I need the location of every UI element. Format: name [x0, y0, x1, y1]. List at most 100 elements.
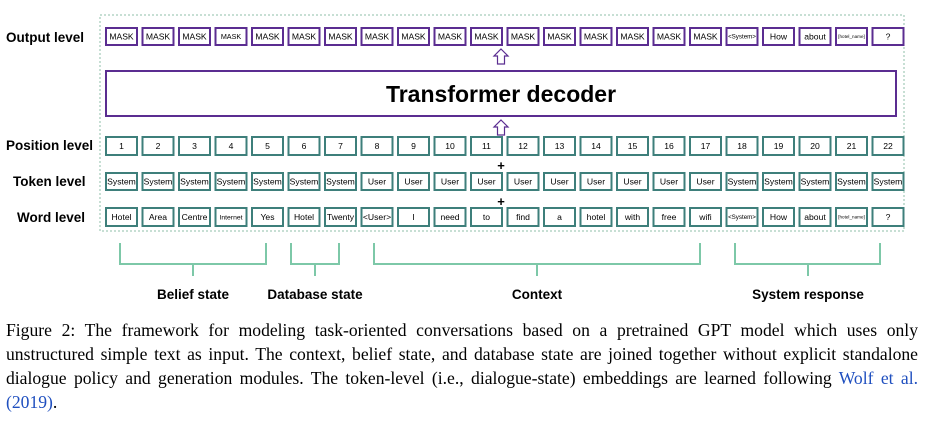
output-level-box [871, 27, 905, 46]
token-level-token: User [514, 177, 532, 187]
output-level-box [433, 27, 467, 46]
token-level-row: System System System System System System Syst… [105, 172, 905, 191]
token-level-box [433, 172, 467, 191]
output-level-token: [hotel_name] [838, 34, 865, 39]
output-level-token: MASK [292, 32, 317, 42]
output-level-box [214, 27, 248, 46]
output-level-box [543, 27, 576, 46]
token-level-token: User [660, 177, 678, 187]
token-level-box [360, 172, 394, 191]
token-level-token: User [404, 177, 422, 187]
word-level-token: wifi [698, 212, 712, 222]
word-level-token: I [412, 212, 414, 222]
position-level-token: 9 [411, 141, 416, 151]
position-level-box [433, 136, 467, 156]
token-level-token: User [696, 177, 714, 187]
word-level-token: Internet [219, 214, 242, 221]
position-level-token: 2 [156, 141, 161, 151]
position-level-box [397, 136, 430, 156]
word-level-box [689, 207, 722, 227]
token-level-token: System [728, 177, 757, 187]
position-level-box [360, 136, 394, 156]
word-level-token: [hotel_name] [838, 215, 865, 220]
position-level-box [579, 136, 613, 156]
output-level-box [652, 27, 686, 46]
position-level-box [725, 136, 759, 156]
token-level-token: System [874, 177, 903, 187]
output-level-box [287, 27, 321, 46]
position-level-box [543, 136, 576, 156]
output-level-box [470, 27, 503, 46]
output-level-token: MASK [584, 32, 609, 42]
output-level-token: MASK [255, 32, 280, 42]
output-level-token: MASK [146, 32, 171, 42]
output-level-box [762, 27, 795, 46]
word-level-box [725, 207, 759, 227]
position-level-token: 4 [229, 141, 234, 151]
token-level-token: System [253, 177, 282, 187]
token-level-box [798, 172, 832, 191]
word-level-token: Area [149, 212, 167, 222]
output-level-token: MASK [182, 32, 207, 42]
output-level-box [798, 27, 832, 46]
citation-link[interactable]: Wolf et al. (2019) [6, 368, 918, 412]
position-level-box [141, 136, 175, 156]
framework-diagram: Output level Position level Token level … [6, 14, 905, 302]
output-level-token: MASK [693, 32, 718, 42]
position-level-box [324, 136, 357, 156]
output-level-token: MASK [221, 32, 242, 41]
output-level-box [397, 27, 430, 46]
position-level-token: 6 [302, 141, 307, 151]
position-level-box [287, 136, 321, 156]
word-level-box [360, 207, 394, 227]
arrow-up-icon [492, 119, 510, 136]
position-level-box [762, 136, 795, 156]
token-level-token: System [217, 177, 246, 187]
token-level-token: System [290, 177, 319, 187]
word-level-box [397, 207, 430, 227]
output-level-box [251, 27, 284, 46]
output-level-box [141, 27, 175, 46]
position-level-box [798, 136, 832, 156]
word-level-token: with [624, 212, 641, 222]
position-level-token: 12 [518, 141, 528, 151]
word-level-box [433, 207, 467, 227]
word-level-box [798, 207, 832, 227]
position-level-token: 17 [701, 141, 711, 151]
output-level-token: MASK [365, 32, 390, 42]
output-level-token: about [804, 32, 826, 42]
token-level-box [141, 172, 175, 191]
position-level-token: 18 [737, 141, 747, 151]
plus-sign: + [497, 194, 505, 209]
word-level-token: need [440, 212, 459, 222]
output-level-box [579, 27, 613, 46]
token-level-box [725, 172, 759, 191]
token-level-token: User [368, 177, 386, 187]
output-level-box [178, 27, 211, 46]
position-level-token: 7 [338, 141, 343, 151]
token-level-box [579, 172, 613, 191]
system-response-label: System response [752, 287, 864, 302]
word-level-box [141, 207, 175, 227]
position-level-token: 3 [192, 141, 197, 151]
token-level-token: System [107, 177, 136, 187]
output-level-token: MASK [109, 32, 134, 42]
word-level-token: Centre [182, 212, 208, 222]
position-level-token: 15 [628, 141, 638, 151]
word-level-token: Hotel [294, 212, 314, 222]
token-level-token: System [144, 177, 173, 187]
output-level-token: MASK [328, 32, 353, 42]
token-level-token: User [441, 177, 459, 187]
word-level-box [579, 207, 613, 227]
diagram-frame [99, 14, 905, 232]
token-level-token: User [623, 177, 641, 187]
token-level-box [652, 172, 686, 191]
word-level-token: find [516, 212, 530, 222]
position-level-box [251, 136, 284, 156]
word-level-token: ? [886, 212, 891, 222]
token-level-box [287, 172, 321, 191]
caption-text: Figure 2: The framework for modeling tas… [6, 320, 918, 388]
word-level-box [871, 207, 905, 227]
output-level-box [360, 27, 394, 46]
